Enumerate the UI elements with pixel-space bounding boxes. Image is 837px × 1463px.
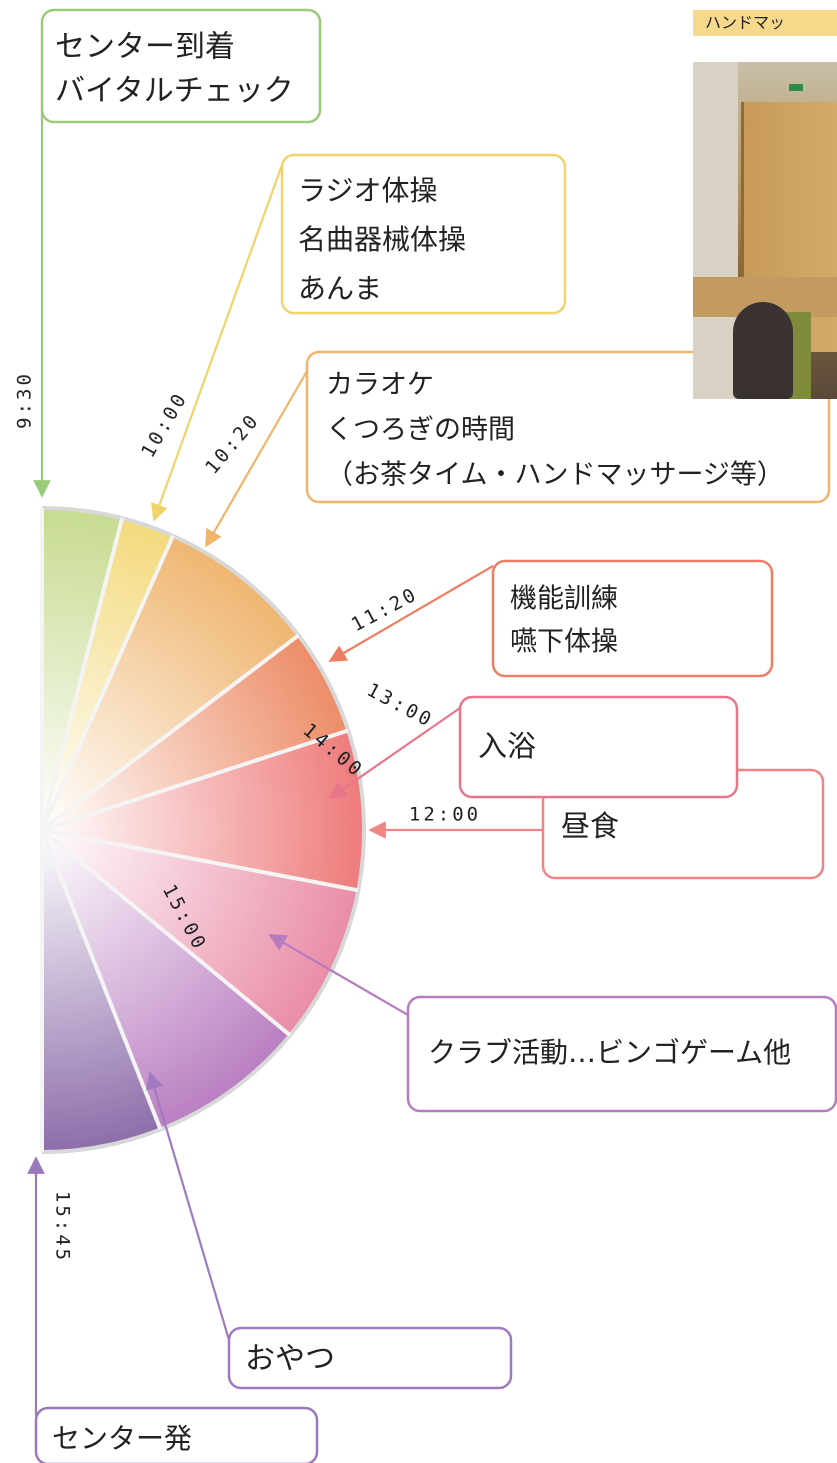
- wheel-fade: [0, 508, 364, 1152]
- activity-box-extra-1-line-1: おやつ: [245, 1342, 335, 1377]
- activity-photo: [693, 62, 837, 399]
- activity-box-2: [280, 153, 567, 315]
- activity-box-2-leader: [151, 164, 284, 522]
- activity-box-extra-1: [227, 1326, 513, 1390]
- wheel-rim: [41, 506, 366, 1154]
- time-label-1000: 10:00: [137, 388, 192, 462]
- wheel-center-highlight: [0, 508, 364, 1152]
- time-label-1545: 15:45: [52, 1191, 74, 1263]
- time-label-1300: 13:00: [363, 679, 437, 732]
- activity-box-7-leader: [268, 934, 409, 1016]
- wheel-dividers: [40, 506, 366, 1154]
- activity-box-4-line-1: 機能訓練: [510, 584, 618, 615]
- activity-box-7-line-1: クラブ活動…ビンゴゲーム他: [428, 1036, 791, 1069]
- activity-box-4: [491, 559, 774, 678]
- activity-box-3-line-1: カラオケ: [326, 370, 434, 401]
- wheel-divider-6: [41, 828, 359, 893]
- wheel-divider-4: [40, 633, 300, 832]
- activity-box-2-line-2: 名曲器械体操: [298, 223, 466, 256]
- activity-box-4-line-2: 嚥下体操: [510, 627, 618, 658]
- activity-box-extra-2: [34, 1406, 319, 1463]
- activity-box-1: [40, 8, 322, 124]
- activity-box-4-leader: [328, 565, 494, 662]
- wheel-divider-8: [40, 829, 163, 1131]
- wheel-divider-2: [40, 517, 125, 831]
- time-label-930: 9:30: [14, 371, 36, 429]
- activity-box-6-line-1: 入浴: [478, 729, 536, 763]
- activity-box-1-line-2: バイタルチェック: [55, 74, 294, 109]
- time-label-1200: 12:00: [409, 804, 481, 826]
- activity-box-3-line-2: くつろぎの時間: [326, 415, 515, 446]
- activity-box-1-line-1: センター到着: [55, 30, 235, 65]
- time-label-1020: 10:20: [201, 409, 264, 478]
- activity-box-7: [406, 995, 837, 1113]
- activity-box-3-line-3: （お茶タイム・ハンドマッサージ等）: [326, 460, 784, 491]
- activity-box-extra-2-line-1: センター発: [52, 1422, 192, 1455]
- wheel-divider-7: [40, 828, 292, 1037]
- activity-box-6-leader: [328, 707, 461, 800]
- activity-box-2-line-1: ラジオ体操: [298, 174, 437, 207]
- photo-caption: ハンドマッ: [693, 10, 837, 36]
- wheel-divider-3: [40, 534, 175, 831]
- activity-box-extra-1-leader: [146, 1071, 231, 1341]
- activity-box-5-line-1: 昼食: [561, 809, 619, 843]
- wheel-divider-5: [41, 728, 349, 832]
- activity-box-2-line-3: あんま: [298, 272, 382, 305]
- activity-box-6: [458, 695, 739, 799]
